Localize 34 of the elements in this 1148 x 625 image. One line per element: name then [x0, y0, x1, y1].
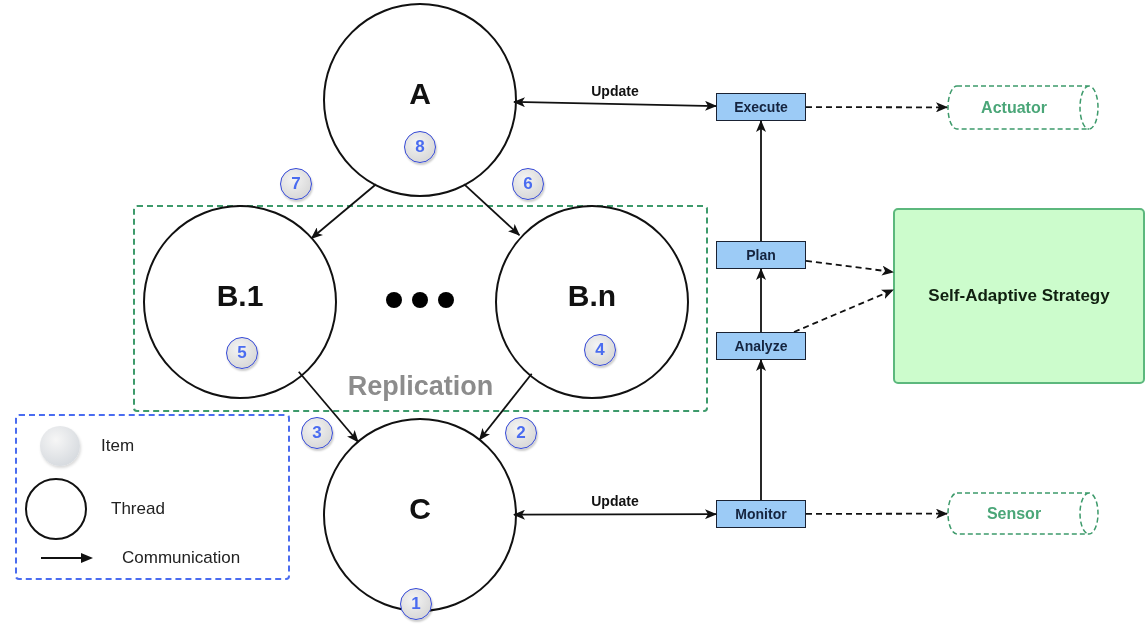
strategy-box: Self-Adaptive Strategy: [893, 208, 1145, 384]
device-label: Actuator: [981, 98, 1048, 117]
replication-group: [133, 205, 708, 412]
process-box: Analyze: [716, 332, 806, 360]
arrow: [463, 183, 521, 236]
item-badge: 6: [512, 168, 544, 200]
arrow: [310, 183, 377, 240]
thread-label: A: [408, 77, 432, 111]
arrow: [513, 509, 717, 520]
thread-label: C: [408, 492, 432, 526]
arrow: [756, 268, 766, 333]
group-label: Replication: [346, 371, 495, 402]
thread-label: B.1: [215, 279, 265, 313]
dashed-arrow: [793, 289, 894, 333]
arrow: [756, 359, 766, 501]
process-box: Execute: [716, 93, 806, 121]
process-box: Plan: [716, 241, 806, 269]
item-badge: 7: [280, 168, 312, 200]
legend-label: Item: [101, 436, 135, 456]
item-badge: 2: [505, 417, 537, 449]
legend-label: Thread: [111, 499, 165, 519]
item-badge: 5: [226, 337, 258, 369]
dashed-arrow: [805, 102, 948, 113]
legend-label: Communication: [122, 548, 241, 568]
dashed-arrow: [805, 259, 894, 276]
thread-label: B.n: [566, 279, 618, 313]
process-box: Monitor: [716, 500, 806, 528]
arrow: [513, 97, 717, 111]
item-badge: 3: [301, 417, 333, 449]
item-badge: 8: [404, 131, 436, 163]
arrow: [756, 120, 766, 242]
item-badge: 4: [584, 334, 616, 366]
device-label: Sensor: [986, 504, 1043, 523]
dashed-arrow: [805, 508, 948, 519]
